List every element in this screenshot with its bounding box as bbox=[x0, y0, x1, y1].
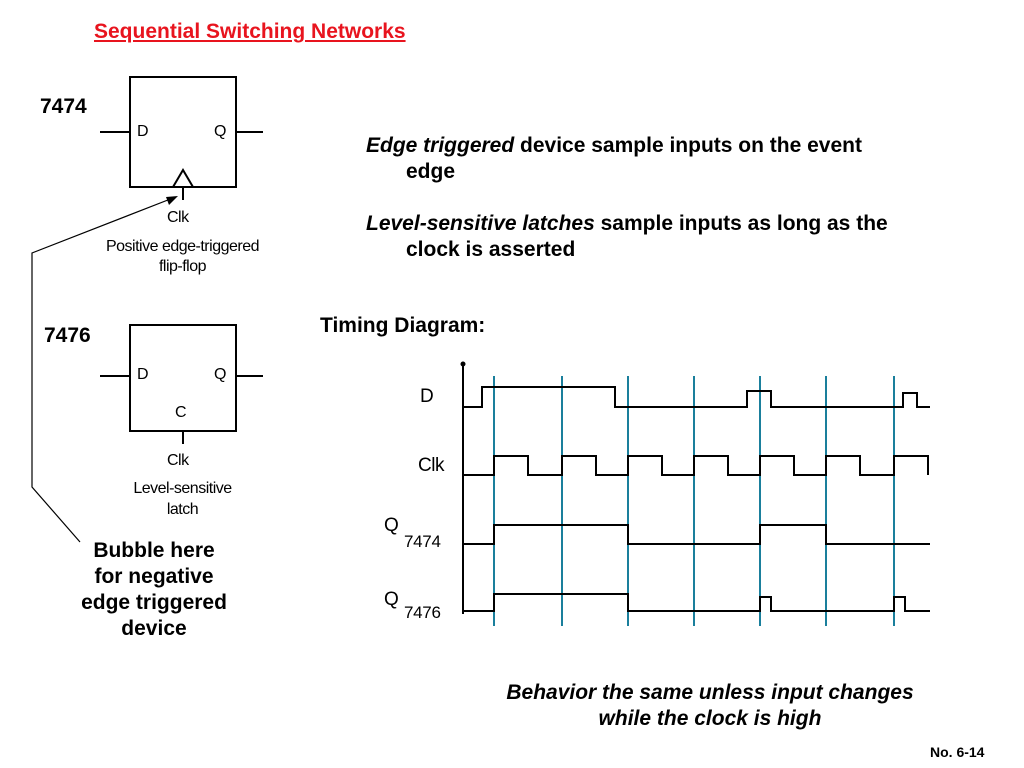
bullet-1-text: device sample inputs on the event bbox=[514, 134, 862, 157]
bullet-2-emphasis: Level-sensitive latches bbox=[366, 212, 595, 235]
bubble-note-line4: device bbox=[121, 617, 187, 640]
timing-diagram bbox=[460, 361, 930, 626]
wave-q7476 bbox=[463, 593, 930, 612]
wave-clk bbox=[463, 455, 929, 476]
latch-clk-label: Clk bbox=[167, 452, 189, 469]
bullet-level-sensitive: Level-sensitive latches sample inputs as… bbox=[366, 211, 1006, 263]
signal-sub-q7474: 7474 bbox=[404, 532, 441, 551]
timing-diagram-title: Timing Diagram: bbox=[320, 314, 486, 337]
slide-number: No. 6-14 bbox=[930, 744, 985, 760]
bubble-note-line1: Bubble here bbox=[93, 539, 215, 562]
bullet-edge-triggered: Edge triggered device sample inputs on t… bbox=[366, 133, 1006, 185]
signal-label-d: D bbox=[420, 386, 434, 407]
bullet-1-emphasis: Edge triggered bbox=[366, 134, 515, 157]
timing-axis-dot bbox=[460, 361, 466, 367]
flipflop-clk-label: Clk bbox=[167, 209, 189, 226]
latch-caption-line2: latch bbox=[166, 501, 199, 518]
flipflop-q-label: Q bbox=[214, 123, 226, 140]
latch-part-number: 7476 bbox=[44, 324, 91, 347]
flipflop-part-number: 7474 bbox=[40, 95, 87, 118]
behavior-note-line1: Behavior the same unless input changes bbox=[506, 681, 914, 704]
bubble-note-line3: edge triggered bbox=[81, 591, 227, 614]
latch-q-label: Q bbox=[214, 366, 226, 383]
latch-d-label: D bbox=[137, 366, 149, 383]
bullet-1-continuation: edge bbox=[406, 160, 456, 183]
flipflop-caption-line2: flip-flop bbox=[158, 258, 207, 275]
signal-label-q7474: Q bbox=[384, 515, 399, 536]
latch-caption-line1: Level-sensitive bbox=[133, 480, 232, 497]
signal-label-q7476: Q bbox=[384, 589, 399, 610]
behavior-note: Behavior the same unless input changes w… bbox=[430, 680, 990, 732]
wave-q7474 bbox=[463, 524, 930, 545]
signal-sub-q7476: 7476 bbox=[404, 603, 441, 622]
wave-d bbox=[463, 386, 930, 408]
bullet-2-continuation: clock is asserted bbox=[406, 238, 576, 261]
bubble-note: Bubble here for negative edge triggered … bbox=[44, 538, 264, 642]
flipflop-symbol bbox=[100, 76, 263, 200]
bullet-2-text: sample inputs as long as the bbox=[594, 212, 888, 235]
flipflop-d-label: D bbox=[137, 123, 149, 140]
behavior-note-line2: while the clock is high bbox=[598, 707, 822, 730]
latch-symbol bbox=[100, 324, 263, 444]
latch-c-label: C bbox=[175, 404, 187, 421]
slide-title: Sequential Switching Networks bbox=[94, 20, 406, 43]
bubble-note-line2: for negative bbox=[94, 565, 214, 588]
edge-trigger-triangle bbox=[172, 168, 194, 188]
bubble-callout-arrow bbox=[31, 196, 178, 543]
signal-label-clk: Clk bbox=[418, 455, 444, 476]
flipflop-caption-line1: Positive edge-triggered bbox=[105, 238, 260, 255]
